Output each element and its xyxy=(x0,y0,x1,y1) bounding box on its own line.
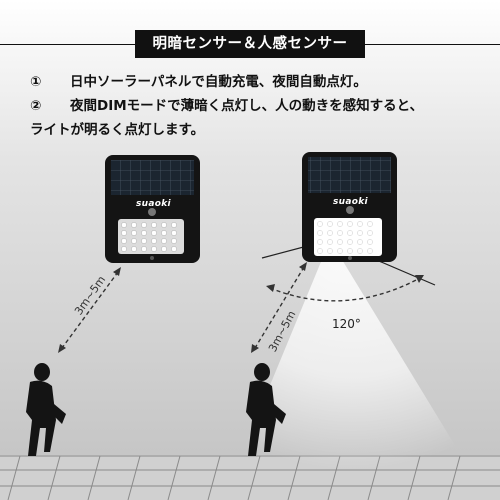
brand-label-left: suaoki xyxy=(136,199,171,209)
line-text: 日中ソーラーパネルで自動充電、夜間自動点灯。 xyxy=(70,74,367,90)
description-line-1: ① 日中ソーラーパネルで自動充電、夜間自動点灯。 xyxy=(30,70,500,90)
range-arrow-right xyxy=(251,262,307,353)
angle-arc xyxy=(266,275,424,302)
line-number: ① xyxy=(30,74,42,90)
range-arrow-left xyxy=(58,267,121,353)
person-silhouette-left xyxy=(26,363,66,456)
line-text: ライトが明るく点灯します。 xyxy=(30,122,205,138)
person-silhouette-right xyxy=(246,363,286,456)
page-title: 明暗センサー＆人感センサー xyxy=(135,30,365,58)
line-number: ② xyxy=(30,98,42,114)
light-beam xyxy=(235,240,470,470)
description-line-2: ② 夜間DIMモードで薄暗く点灯し、人の動きを感知すると、 xyxy=(30,94,500,114)
solar-light-bright xyxy=(302,152,397,262)
brand-label-right: suaoki xyxy=(333,197,368,207)
floor-lines xyxy=(0,455,500,500)
solar-light-dim xyxy=(105,155,200,263)
line-text: 夜間DIMモードで薄暗く点灯し、人の動きを感知すると、 xyxy=(70,98,424,114)
angle-label: 120° xyxy=(332,317,361,331)
title-bar: 明暗センサー＆人感センサー xyxy=(0,30,500,60)
description-line-3: ライトが明るく点灯します。 xyxy=(30,118,500,138)
